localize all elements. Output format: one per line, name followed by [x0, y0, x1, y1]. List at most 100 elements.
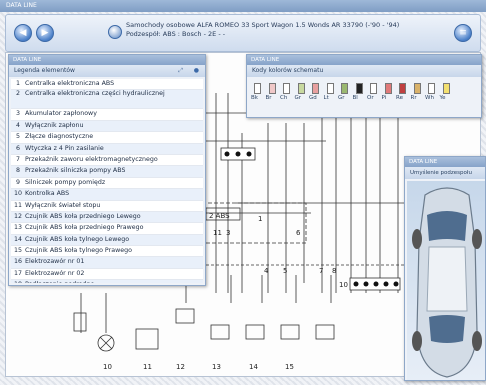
bottom-number: 13 — [212, 363, 221, 371]
wiring-diagram-canvas: 2 ABS 1 10 11 3 4 5 6 7 8 10 11 12 13 14… — [73, 93, 406, 371]
color-code-label: Re — [396, 95, 403, 101]
app-title-bar: DATA LINE — [0, 0, 486, 12]
legend-item-number: 11 — [13, 201, 22, 209]
mid-number: 4 — [264, 267, 269, 275]
legend-item-text: Silniczek pompy pomiędz — [25, 178, 106, 186]
abs-unit-label: 2 ABS — [209, 212, 230, 220]
color-swatch — [341, 83, 348, 94]
arrow-right-icon: ▶ — [41, 28, 49, 38]
header-bar: ◀ ▶ Samochody osobowe ALFA ROMEO 33 Spor… — [5, 14, 481, 52]
color-code-label: Ye — [439, 95, 446, 101]
legend-item-text: Kontrolka ABS — [25, 190, 70, 198]
legend-item-text: Wtyczka z 4 Pin zasilanie — [25, 144, 104, 152]
color-code-label: Ch — [280, 95, 288, 101]
legend-item-text: Wyłącznik zapłonu — [25, 121, 84, 129]
vehicle-icon — [108, 25, 122, 39]
mid-number: 5 — [283, 267, 287, 275]
resize-icon[interactable]: ⤢ — [178, 67, 183, 74]
mid-number: 3 — [226, 229, 230, 237]
legend-item-number: 1 — [15, 80, 20, 87]
legend-item-text: Czujnik ABS koła tylnego Lewego — [25, 235, 130, 243]
car-panel-subtitle: Umyślenie podzespołu — [410, 170, 472, 176]
color-swatch — [297, 83, 305, 94]
legend-item-text: Przekaźnik zaworu elektromagnetycznego — [25, 155, 158, 163]
legend-item-text: Wyłącznik świateł stopu — [25, 201, 101, 209]
color-swatches — [251, 79, 477, 98]
color-swatch — [399, 83, 406, 94]
component-location-panel[interactable]: DATA LINE Umyślenie podzespołu — [404, 156, 486, 381]
color-swatch — [254, 83, 261, 94]
color-swatch — [384, 83, 392, 94]
color-swatch — [370, 83, 377, 94]
legend-item-number: 14 — [13, 235, 22, 243]
legend-item[interactable]: 9 Silniczek pompy pomiędz — [11, 178, 203, 190]
color-code-label: Gr — [294, 95, 302, 101]
legend-item-number: 8 — [15, 167, 20, 175]
legend-item[interactable]: 18Podłączenie podrodne — [11, 280, 203, 283]
color-swatch — [268, 83, 276, 94]
legend-item-number: 3 — [15, 110, 20, 118]
legend-item-text: Centralka elektroniczna części hydraulic… — [25, 90, 165, 98]
legend-item-text: Podłączenie podrodne — [25, 280, 94, 283]
color-swatch — [283, 83, 290, 94]
legend-item-text: Elektrozawór nr 01 — [25, 258, 85, 266]
color-code-label: Bl — [352, 95, 358, 101]
bottom-number: 15 — [285, 363, 294, 371]
color-swatch — [428, 83, 435, 94]
legend-item[interactable]: 8 Przekaźnik silniczka pompy ABS — [11, 166, 203, 178]
legend-item-text: Czujnik ABS koła przedniego Lewego — [25, 212, 141, 220]
forward-button[interactable]: ▶ — [36, 24, 54, 42]
bottom-number: 11 — [143, 363, 152, 371]
color-panel-header: Kody kolorów schematu — [247, 65, 481, 77]
mid-number: 6 — [296, 229, 301, 237]
legend-item-number: 6 — [15, 144, 20, 152]
legend-item-text: Elektrozawór nr 02 — [25, 269, 85, 277]
color-code-label: Or — [367, 95, 374, 101]
color-code-label: Rr — [410, 95, 417, 101]
legend-item-number: 16 — [13, 258, 22, 266]
car-view — [407, 181, 485, 380]
legend-item-number: 9 — [15, 178, 20, 186]
color-swatch — [413, 83, 421, 94]
mid-number: 7 — [319, 267, 323, 275]
legend-item-text: Przekaźnik silniczka pompy ABS — [25, 167, 126, 175]
legend-list: 1 Centralka elektroniczna ABS 2 Centralka e… — [11, 79, 203, 283]
app-title: DATA LINE — [6, 2, 37, 9]
legend-item-number: 5 — [15, 133, 20, 141]
mid-number: 11 — [213, 229, 222, 237]
close-icon[interactable]: ● — [193, 67, 199, 74]
menu-icon: ≡ — [459, 28, 467, 38]
back-button[interactable]: ◀ — [14, 24, 32, 42]
legend-item-number: 15 — [13, 247, 22, 255]
legend-panel-header: Legenda elementów ⤢ ● — [9, 65, 205, 77]
color-code-label: Pi — [381, 95, 387, 101]
bottom-number: 10 — [103, 363, 112, 371]
menu-button[interactable]: ≡ — [454, 24, 472, 42]
side-number: 1 — [258, 215, 262, 223]
color-panel-subtitle: Kody kolorów schematu — [252, 67, 324, 74]
legend-item[interactable]: 1 Centralka elektroniczna ABS — [11, 79, 203, 91]
legend-panel-title: DATA LINE — [9, 55, 205, 65]
color-panel-title: DATA LINE — [247, 55, 481, 65]
legend-item-number: 13 — [13, 224, 22, 232]
legend-item[interactable]: 6 Wtyczka z 4 Pin zasilanie — [11, 143, 203, 155]
color-swatch — [312, 83, 319, 94]
legend-item-number: 2 — [15, 90, 20, 98]
legend-item[interactable]: 2 Centralka elektroniczna części hydrauli… — [11, 90, 203, 110]
legend-item-text: Centralka elektroniczna ABS — [25, 80, 115, 87]
